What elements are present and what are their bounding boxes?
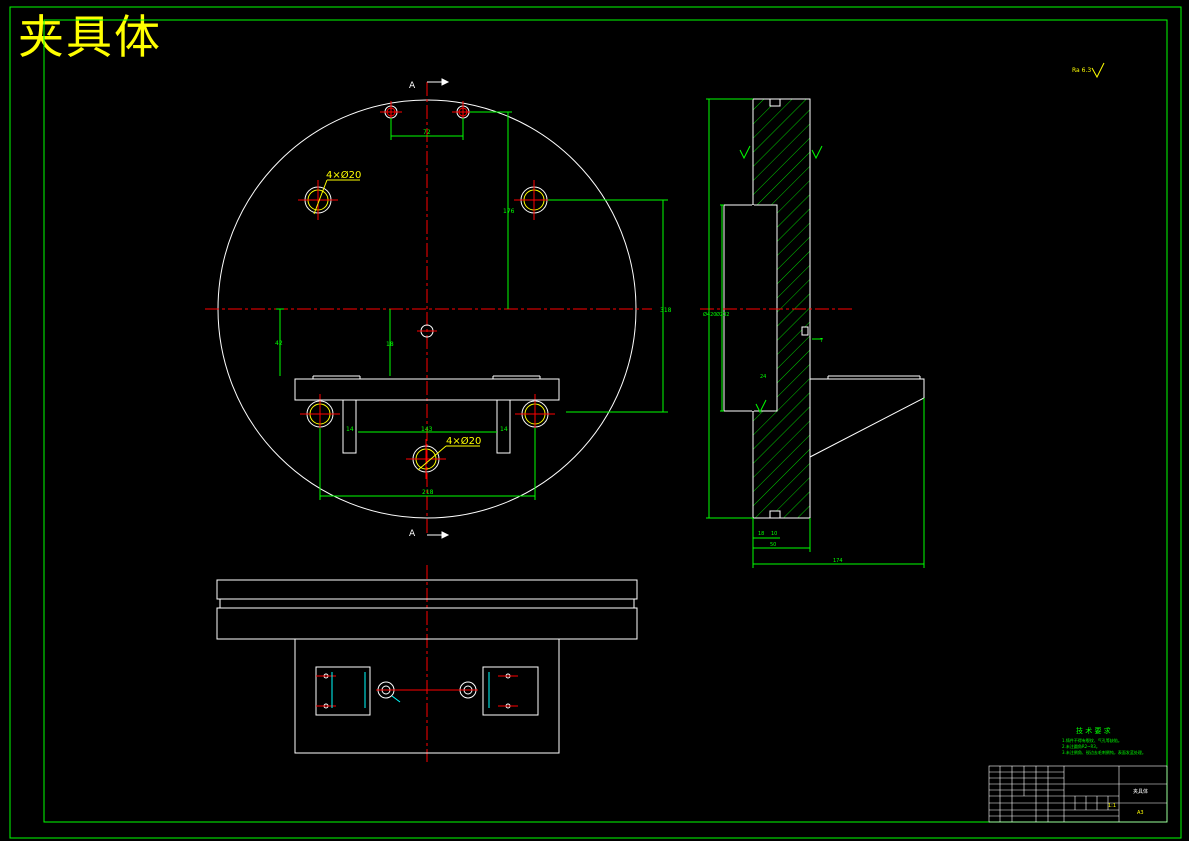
hole-callout-lower: 4×Ø20 [446, 435, 481, 447]
roughness-marks [739, 145, 823, 414]
top-view-plate [216, 579, 638, 754]
front-view: A A [205, 78, 672, 539]
dim-bar-left: 14 [346, 426, 354, 433]
dim-total-174: 174 [833, 558, 843, 564]
section-label-bottom: A [409, 529, 416, 539]
title-block-part-name: 夹具体 [1133, 788, 1148, 795]
dim-outer-vertical: 318 [660, 307, 672, 314]
dim-small-24: 24 [760, 374, 766, 380]
hole-callout-upper: 4×Ø20 [326, 169, 361, 181]
title-block [988, 765, 1168, 823]
side-view: Ø420 Ø232 24 7 18 10 50 174 [700, 98, 925, 568]
dim-bottom-span: 218 [422, 489, 434, 496]
front-dimensions [276, 111, 668, 500]
dim-inner-height: Ø232 [716, 311, 729, 318]
drawing-frame [9, 6, 1182, 839]
dim-bar-span: 143 [421, 426, 433, 433]
side-pocket [723, 204, 778, 412]
dim-right-vertical: 176 [503, 208, 515, 215]
roughness-text: Ra 6.3 [1072, 67, 1091, 74]
dim-left-small: 42 [275, 340, 283, 347]
tech-item-1: 1.铸件不得有裂纹、气孔等缺陷。 [1062, 737, 1122, 743]
top-view-centerlines [316, 675, 518, 707]
tech-requirements: 技 术 要 求 1.铸件不得有裂纹、气孔等缺陷。 2.未注圆角R2~R3。 3.… [1062, 726, 1146, 755]
dim-bar-right: 14 [500, 426, 508, 433]
tech-item-2: 2.未注圆角R2~R3。 [1062, 743, 1100, 749]
hole-center [417, 324, 437, 338]
front-centerlines [205, 82, 652, 535]
support-bar [294, 375, 560, 454]
dim-right-7: 7 [820, 338, 823, 344]
hole-bottom-center [406, 439, 446, 479]
dim-overall-height: Ø420 [703, 311, 716, 318]
top-view-holes [323, 673, 511, 709]
general-roughness: Ra 6.3 [1072, 62, 1105, 79]
section-label-top: A [409, 81, 416, 91]
dim-bottom-50: 50 [770, 542, 776, 548]
dim-center-small: 18 [386, 341, 394, 348]
side-dimensions [706, 98, 925, 568]
top-view [216, 565, 638, 762]
top-view-dims [331, 672, 490, 708]
dim-bottom-10: 10 [771, 531, 777, 537]
title-block-sheet: A3 [1137, 810, 1144, 816]
section-arrow-top [427, 78, 450, 86]
hole-lower-left [300, 394, 340, 434]
hole-lower-right [515, 394, 555, 434]
section-arrow-bottom [427, 531, 450, 539]
title-block-scale: 1:1 [1108, 803, 1116, 809]
tech-item-3: 3.未注倒角、锐边去毛刺倒钝，表面发蓝处理。 [1062, 749, 1146, 755]
drawing-title: 夹具体 [18, 10, 162, 64]
dim-top-holes-spacing: 72 [423, 129, 431, 136]
tech-heading: 技 术 要 求 [1076, 726, 1111, 735]
dim-bottom-18: 18 [758, 531, 764, 537]
side-bracket [809, 375, 925, 458]
hole-upper-left [298, 180, 338, 220]
hole-upper-right [514, 180, 554, 220]
